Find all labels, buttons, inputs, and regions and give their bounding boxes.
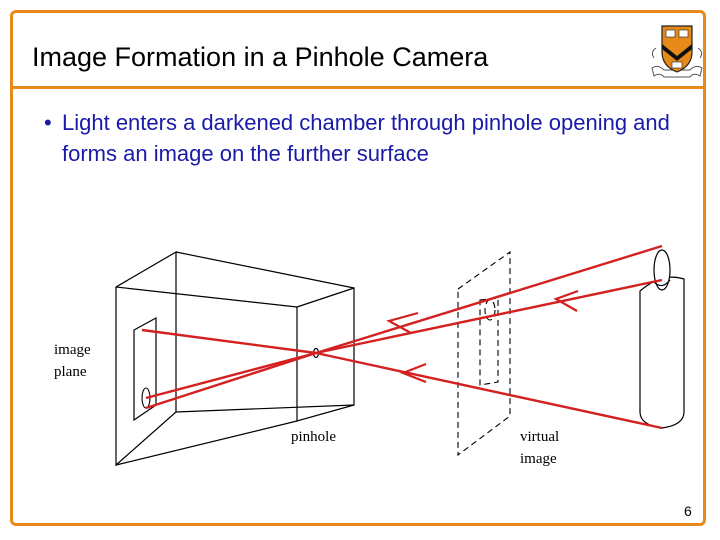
ray-bottom-back [141, 328, 317, 355]
ray-arrowheads [386, 289, 579, 384]
bullet-point: • Light enters a darkened chamber throug… [44, 107, 694, 169]
ray-top-2-front [315, 278, 663, 355]
virtual-image-plane [457, 250, 511, 457]
label-image-plane-2: plane [54, 364, 87, 380]
title-divider [10, 86, 706, 89]
light-rays [141, 244, 663, 430]
slide-frame [10, 10, 706, 526]
candle-object [639, 249, 685, 429]
camera-back-face [115, 250, 177, 467]
princeton-shield-icon [651, 25, 703, 78]
label-virtual-image-2: image [520, 451, 557, 467]
label-image-plane-1: image [54, 342, 91, 358]
ray-top-back [145, 351, 317, 410]
ray-bottom-front [315, 351, 663, 430]
arrow-1 [386, 311, 419, 334]
arrow-3 [399, 362, 427, 384]
arrow-2 [553, 289, 579, 312]
ray-top-front [315, 244, 663, 355]
bullet-text: Light enters a darkened chamber through … [62, 110, 670, 166]
diagram-labels: image plane pinhole virtual image [54, 342, 559, 467]
slide-title: Image Formation in a Pinhole Camera [32, 42, 489, 72]
label-virtual-image-1: virtual [520, 429, 559, 445]
label-pinhole: pinhole [291, 429, 336, 445]
bullet-marker: • [44, 110, 52, 135]
ray-top-2-back [145, 351, 317, 400]
page-number: 6 [684, 503, 692, 519]
